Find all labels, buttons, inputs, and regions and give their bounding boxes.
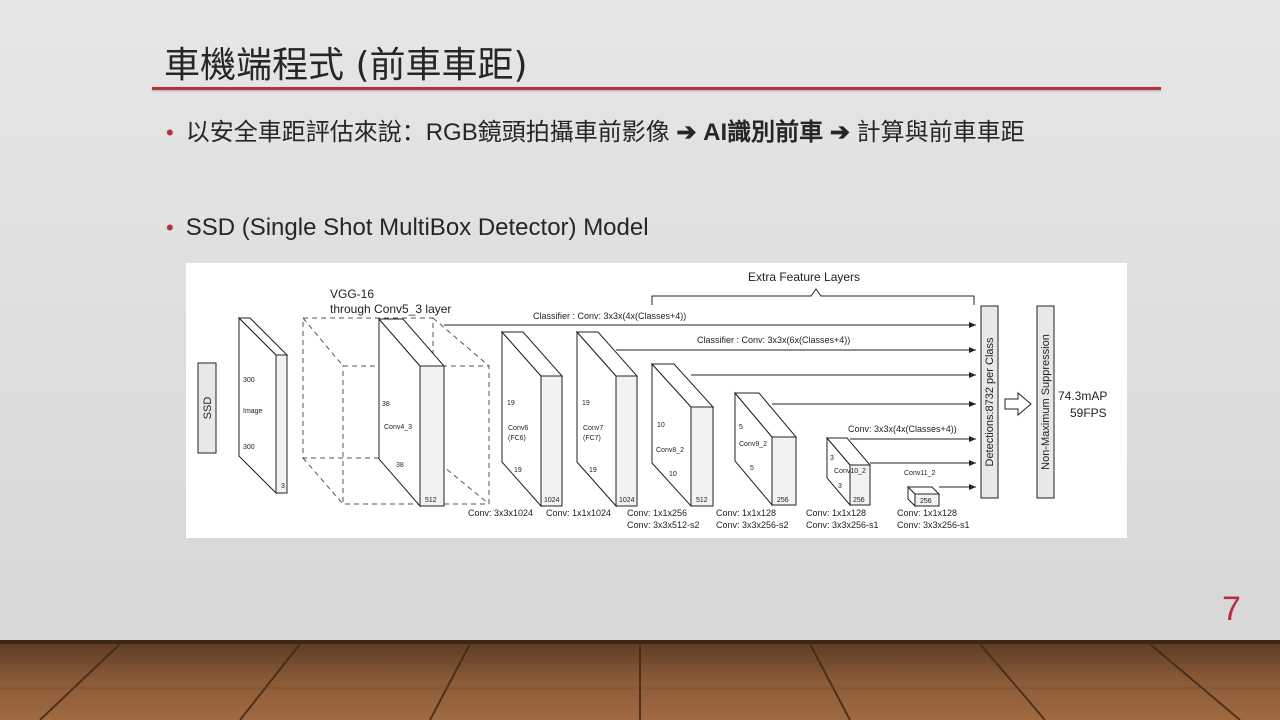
- bullet-1-arrow-2: ➔: [829, 119, 850, 146]
- result-fps: 59FPS: [1070, 406, 1107, 420]
- conv9-2-depth: 256: [777, 497, 789, 504]
- input-image-slab: [237, 316, 289, 495]
- image-depth: 3: [281, 483, 285, 490]
- bullet-item-1: • 以安全車距評估來說：RGB鏡頭拍攝車前影像 ➔ AI識別前車 ➔ 計算與前車車…: [166, 112, 1025, 147]
- nms-box: [1036, 305, 1055, 499]
- classifier-label-2: Classifier : Conv: 3x3x(6x(Classes+4)): [697, 335, 850, 345]
- conv4-3-dim-2: 38: [396, 462, 404, 469]
- conv-label-c4a: Conv: 1x1x128: [716, 508, 776, 518]
- conv-label-c3a: Conv: 1x1x256: [627, 508, 687, 518]
- classifier-label-3: Conv: 3x3x(4x(Classes+4)): [848, 424, 957, 434]
- image-dim-2: 300: [243, 444, 255, 451]
- conv6-label-2: (FC6): [508, 435, 526, 442]
- conv-label-c4b: Conv: 3x3x256-s2: [716, 520, 789, 530]
- conv4-3-depth: 512: [425, 497, 437, 504]
- conv8-2-depth: 512: [696, 497, 708, 504]
- conv8-2-dim-1: 10: [657, 422, 665, 429]
- conv6-depth: 1024: [544, 497, 560, 504]
- bullet-1-suffix: 計算與前車車距: [849, 119, 1025, 146]
- detections-label: Detections:8732 per Class: [984, 337, 996, 467]
- result-map: 74.3mAP: [1058, 389, 1107, 403]
- conv11-2-depth: 256: [920, 498, 932, 505]
- bullet-2-text: SSD (Single Shot MultiBox Detector) Mode…: [185, 214, 649, 241]
- conv9-2-dim-1: 5: [739, 424, 743, 431]
- conv6-dim-1: 19: [507, 400, 515, 407]
- wood-floor-decoration: [0, 640, 1280, 720]
- conv6-slab: [500, 330, 564, 508]
- conv7-dim-1: 19: [582, 400, 590, 407]
- image-label: Image: [243, 408, 263, 415]
- conv-label-c2: Conv: 1x1x1024: [546, 508, 611, 518]
- detections-box: [980, 305, 999, 499]
- conv7-label-1: Conv7: [583, 425, 603, 432]
- bullet-1-arrow-1: ➔: [676, 119, 697, 146]
- ssd-label: SSD: [202, 397, 214, 420]
- conv-label-c6a: Conv: 1x1x128: [897, 508, 957, 518]
- ssd-diagram-svg: SSD 300 Image 300 3 VGG-16 through Conv5…: [197, 270, 1107, 530]
- conv-label-c5b: Conv: 3x3x256-s1: [806, 520, 879, 530]
- conv9-2-slab: [733, 391, 798, 507]
- nms-arrow-icon: [1004, 391, 1032, 417]
- conv8-2-label: Conv8_2: [656, 447, 684, 454]
- conv8-2-dim-2: 10: [669, 471, 677, 478]
- conv-label-c5a: Conv: 1x1x128: [806, 508, 866, 518]
- conv-label-c1: Conv: 3x3x1024: [468, 508, 533, 518]
- conv10-2-dim-2: 3: [838, 483, 842, 490]
- conv11-2-slab: [906, 485, 941, 508]
- conv10-2-label: Conv10_2: [834, 468, 866, 475]
- conv7-depth: 1024: [619, 497, 635, 504]
- conv8-2-slab: [650, 362, 715, 508]
- bullet-dot-icon: •: [166, 215, 174, 240]
- vgg-label-line-1: VGG-16: [330, 287, 374, 301]
- nms-label: Non-Maximum Suppression: [1040, 334, 1052, 470]
- title-underline: [152, 87, 1161, 90]
- bullet-item-2: • SSD (Single Shot MultiBox Detector) Mod…: [166, 214, 649, 242]
- conv-label-c3b: Conv: 3x3x512-s2: [627, 520, 700, 530]
- ssd-label-box: [197, 362, 217, 454]
- classifier-label-1: Classifier : Conv: 3x3x(4x(Classes+4)): [533, 311, 686, 321]
- conv6-dim-2: 19: [514, 467, 522, 474]
- conv-label-c6b: Conv: 3x3x256-s1: [897, 520, 970, 530]
- extra-feature-layers-label: Extra Feature Layers: [748, 270, 860, 284]
- conv10-2-depth: 256: [853, 497, 865, 504]
- bullet-dot-icon: •: [166, 120, 174, 145]
- conv4-3-label: Conv4_3: [384, 424, 412, 431]
- bullet-1-prefix: 以安全車距評估來說：RGB鏡頭拍攝車前影像: [185, 119, 677, 146]
- conv10-2-slab: [825, 436, 872, 507]
- extra-feature-layers-bracket: [651, 288, 975, 305]
- conv11-2-label: Conv11_2: [904, 470, 936, 477]
- conv7-dim-2: 19: [589, 467, 597, 474]
- page-number: 7: [1222, 590, 1241, 628]
- bullet-1-bold: AI識別前車: [696, 119, 830, 146]
- ssd-architecture-diagram: SSD 300 Image 300 3 VGG-16 through Conv5…: [186, 263, 1127, 538]
- conv4-3-slab: [377, 317, 446, 508]
- conv6-label-1: Conv6: [508, 425, 528, 432]
- conv7-slab: [575, 330, 639, 508]
- vgg-label-line-2: through Conv5_3 layer: [330, 302, 451, 316]
- conv7-label-2: (FC7): [583, 435, 601, 442]
- feature-map-arrows: [444, 322, 976, 490]
- conv10-2-dim-1: 3: [830, 455, 834, 462]
- image-dim-1: 300: [243, 377, 255, 384]
- slide-title: 車機端程式 (前車車距): [164, 45, 528, 86]
- conv4-3-dim-1: 38: [382, 401, 390, 408]
- conv9-2-dim-2: 5: [750, 465, 754, 472]
- conv9-2-label: Conv9_2: [739, 441, 767, 448]
